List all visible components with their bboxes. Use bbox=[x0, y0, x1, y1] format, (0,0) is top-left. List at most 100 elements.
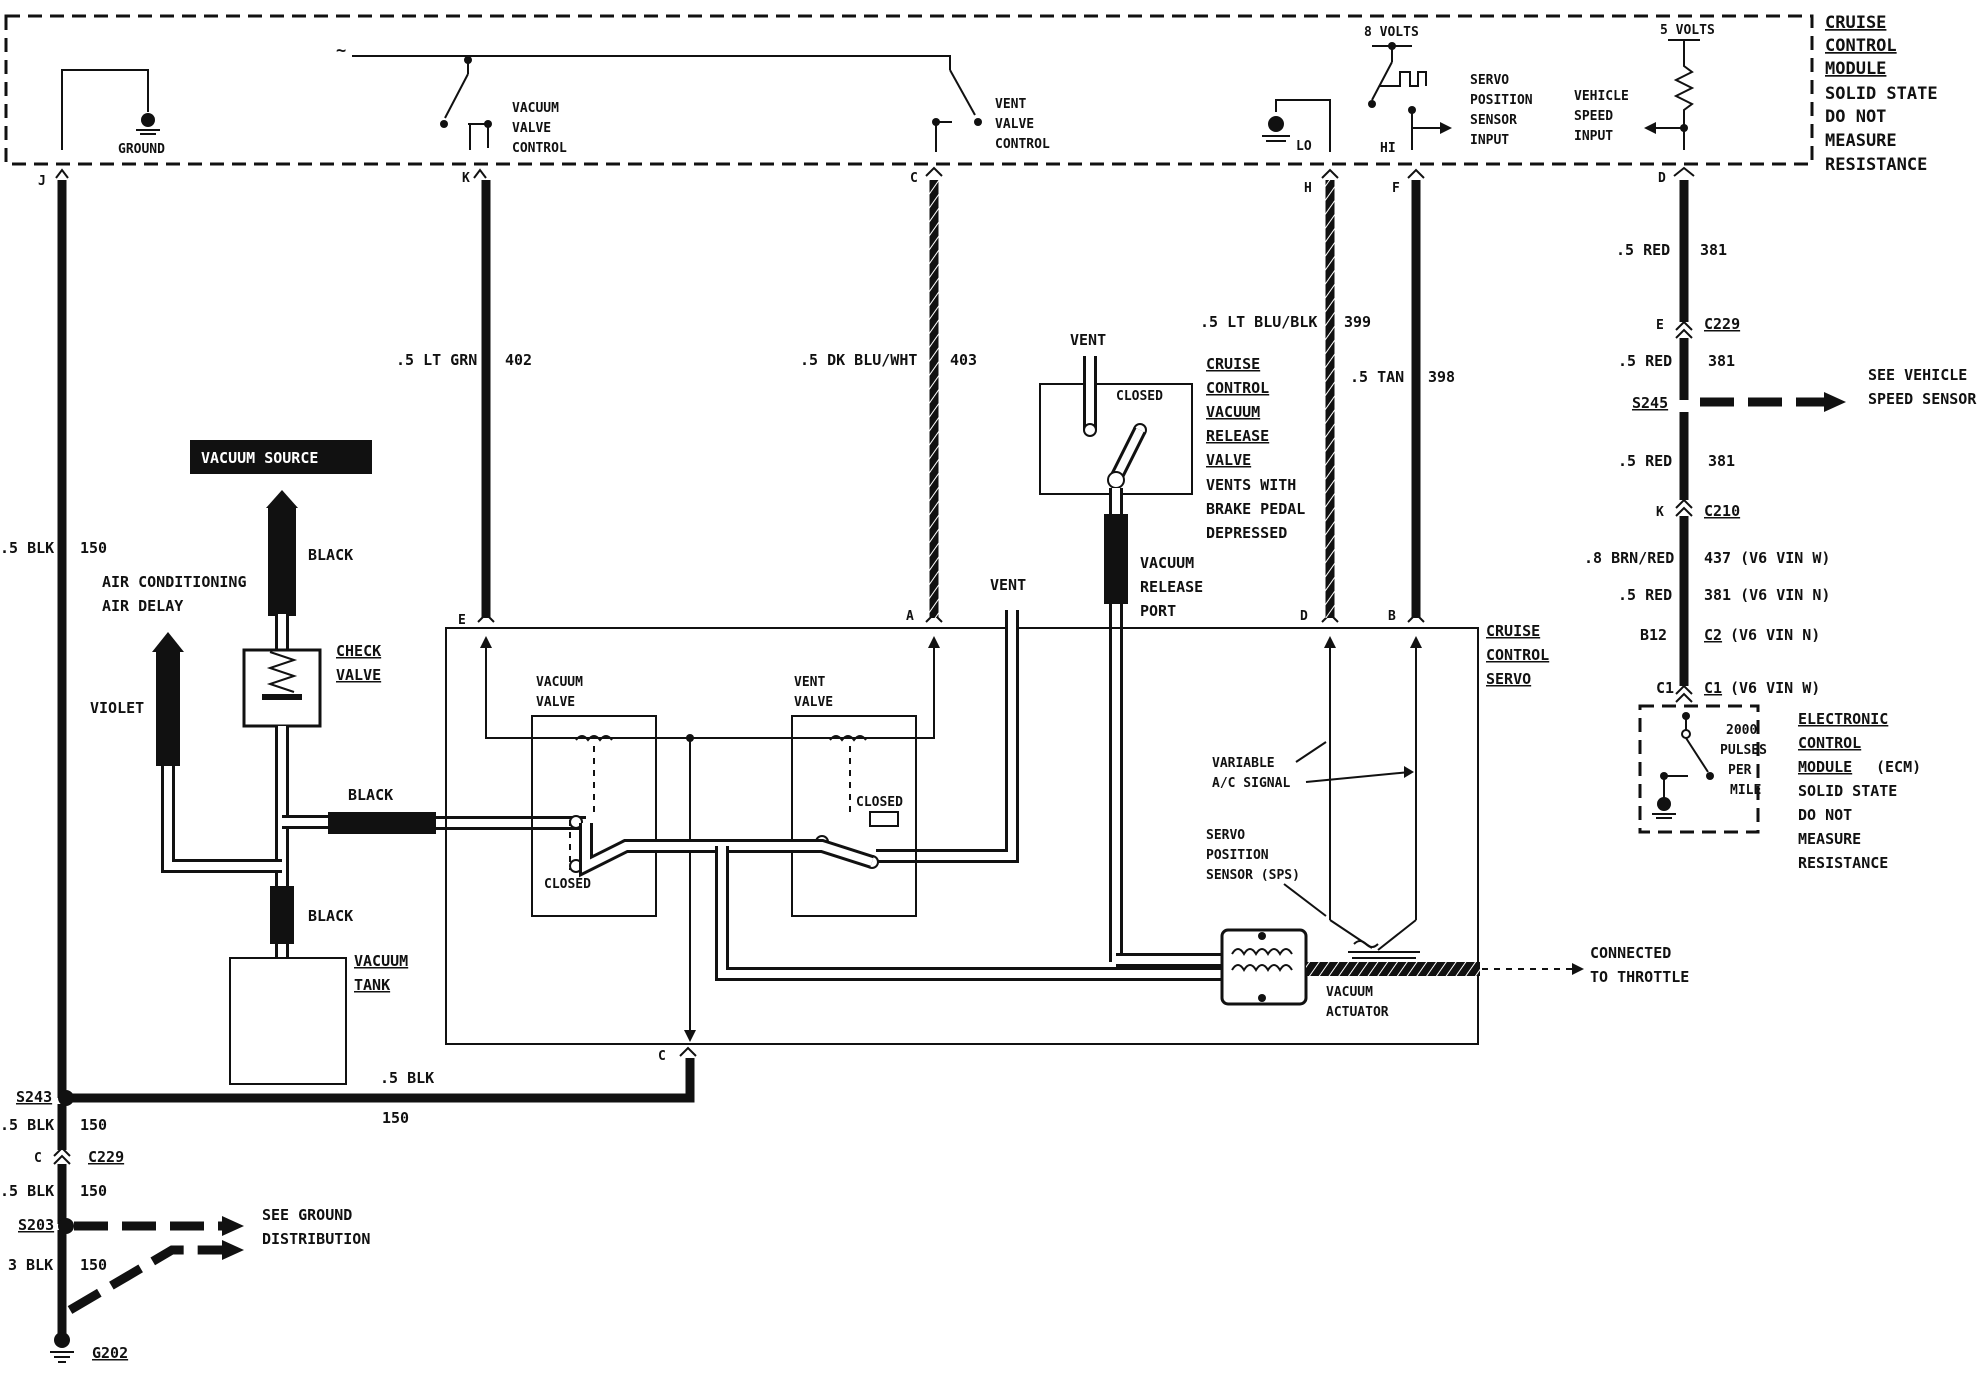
connector-c2: C2 bbox=[1704, 626, 1722, 644]
svg-text:SPEED: SPEED bbox=[1574, 109, 1613, 124]
svg-text:ELECTRONIC: ELECTRONIC bbox=[1798, 710, 1888, 728]
lo-lead bbox=[1275, 99, 1331, 152]
eight-volts-label: 8 VOLTS bbox=[1364, 25, 1419, 40]
svg-text:CRUISE: CRUISE bbox=[1206, 355, 1260, 373]
svg-text:TANK: TANK bbox=[354, 976, 390, 994]
ac-supply-symbol: ~ bbox=[336, 41, 346, 61]
svg-text:399: 399 bbox=[1344, 313, 1371, 331]
vent-valve-coil bbox=[829, 735, 867, 742]
svg-text:150: 150 bbox=[80, 1182, 107, 1200]
svg-text:VALVE: VALVE bbox=[794, 695, 833, 710]
svg-text:SEE GROUND: SEE GROUND bbox=[262, 1206, 352, 1224]
svg-text:VENT: VENT bbox=[1070, 331, 1106, 349]
black-hose-lower bbox=[270, 886, 294, 944]
svg-text:LO: LO bbox=[1296, 139, 1312, 154]
svg-text:DO NOT: DO NOT bbox=[1798, 806, 1852, 824]
svg-text:A/C SIGNAL: A/C SIGNAL bbox=[1212, 776, 1290, 791]
module-boundary bbox=[4, 14, 1814, 166]
ecm-ground-icon bbox=[1652, 797, 1676, 819]
servo-pin-b: B bbox=[1388, 609, 1396, 624]
svg-text:381 (V6 VIN N): 381 (V6 VIN N) bbox=[1704, 586, 1830, 604]
svg-text:.5 RED: .5 RED bbox=[1616, 241, 1670, 259]
svg-text:MILE: MILE bbox=[1730, 783, 1761, 798]
servo-pin-c: C bbox=[658, 1049, 666, 1064]
connector-c229-ground: C229 bbox=[88, 1148, 124, 1166]
svg-text:RESISTANCE: RESISTANCE bbox=[1798, 854, 1888, 872]
servo-housing bbox=[445, 627, 1479, 1045]
wire-403-dk-blu-wht: .5 DK BLU/WHT 403 bbox=[800, 180, 977, 618]
electronic-control-module: 2000 PULSES PER MILE ELECTRONIC CONTROL … bbox=[1638, 704, 1921, 872]
svg-text:CONNECTED: CONNECTED bbox=[1590, 944, 1671, 962]
splice-s203: S203 bbox=[18, 1216, 54, 1234]
svg-text:SENSOR: SENSOR bbox=[1470, 113, 1517, 128]
ground-label: GROUND bbox=[118, 142, 165, 157]
svg-text:DEPRESSED: DEPRESSED bbox=[1206, 524, 1287, 542]
connector-c210: C210 bbox=[1704, 502, 1740, 520]
svg-text:POSITION: POSITION bbox=[1470, 93, 1533, 108]
svg-text:BRAKE PEDAL: BRAKE PEDAL bbox=[1206, 500, 1305, 518]
svg-text:CONTROL: CONTROL bbox=[1825, 36, 1897, 56]
svg-text:CONTROL: CONTROL bbox=[1486, 646, 1549, 664]
svg-text:VALVE: VALVE bbox=[336, 666, 381, 684]
cruise-control-vacuum-release-valve: VENT CLOSED CRUISE CONTROL VACUUM RELEAS… bbox=[1039, 331, 1305, 962]
servo-coil-bus bbox=[485, 640, 935, 739]
svg-text:MODULE: MODULE bbox=[1825, 59, 1886, 79]
svg-text:.5 TAN: .5 TAN bbox=[1350, 368, 1404, 386]
svg-text:VALVE: VALVE bbox=[1206, 451, 1251, 469]
svg-text:SPEED SENSOR: SPEED SENSOR bbox=[1868, 390, 1977, 408]
svg-text:AIR CONDITIONING: AIR CONDITIONING bbox=[102, 573, 247, 591]
svg-text:C1: C1 bbox=[1656, 679, 1674, 697]
svg-text:(V6 VIN N): (V6 VIN N) bbox=[1730, 626, 1820, 644]
wire-150-blk: .5 BLK 150 bbox=[0, 180, 107, 1098]
svg-text:INPUT: INPUT bbox=[1574, 129, 1613, 144]
svg-text:AIR DELAY: AIR DELAY bbox=[102, 597, 183, 615]
black-hose-to-servo bbox=[328, 812, 436, 834]
vacuum-tank bbox=[229, 957, 347, 1085]
svg-text:VARIABLE: VARIABLE bbox=[1212, 756, 1275, 771]
svg-text:HI: HI bbox=[1380, 141, 1396, 156]
wire-402-lt-grn: .5 LT GRN 402 bbox=[396, 180, 532, 618]
vacuum-supply-system: VACUUM SOURCE BLACK CHECK VALVE BLACK VI… bbox=[90, 440, 586, 1085]
svg-text:CRUISE: CRUISE bbox=[1825, 13, 1886, 33]
svg-text:VENT: VENT bbox=[990, 576, 1026, 594]
module-title: CRUISE CONTROL MODULE SOLID STATE DO NOT… bbox=[1825, 13, 1938, 175]
svg-text:SEE VEHICLE: SEE VEHICLE bbox=[1868, 366, 1967, 384]
svg-text:CLOSED: CLOSED bbox=[544, 877, 591, 892]
servo-position-input-circuit bbox=[1368, 42, 1452, 150]
svg-text:VACUUM: VACUUM bbox=[1206, 403, 1260, 421]
servo-pin-d: D bbox=[1300, 609, 1308, 624]
pin-h: H bbox=[1304, 181, 1312, 196]
svg-text:381: 381 bbox=[1700, 241, 1727, 259]
svg-text:381: 381 bbox=[1708, 352, 1735, 370]
svg-text:.5 BLK: .5 BLK bbox=[0, 539, 54, 557]
svg-text:CLOSED: CLOSED bbox=[856, 795, 903, 810]
svg-text:402: 402 bbox=[505, 351, 532, 369]
splice-s243-dot bbox=[58, 1090, 74, 1106]
svg-text:(V6 VIN W): (V6 VIN W) bbox=[1730, 679, 1820, 697]
svg-text:VALVE: VALVE bbox=[995, 117, 1034, 132]
wire-398-tan: .5 TAN 398 bbox=[1350, 180, 1455, 618]
vehicle-speed-input-circuit bbox=[1644, 39, 1700, 150]
svg-text:150: 150 bbox=[382, 1109, 409, 1127]
pin-c: C bbox=[910, 171, 918, 186]
five-volts-label: 5 VOLTS bbox=[1660, 23, 1715, 38]
wire-399-lt-blu-blk: .5 LT BLU/BLK 399 bbox=[1200, 180, 1371, 618]
svg-text:VENT: VENT bbox=[794, 675, 825, 690]
svg-text:SERVO: SERVO bbox=[1486, 670, 1531, 688]
svg-text:.5 RED: .5 RED bbox=[1618, 452, 1672, 470]
svg-text:SOLID STATE: SOLID STATE bbox=[1825, 84, 1938, 104]
svg-text:B12: B12 bbox=[1640, 626, 1667, 644]
vent-valve-control-switch bbox=[932, 69, 982, 152]
release-port-hose bbox=[1104, 514, 1128, 604]
svg-text:.5 RED: .5 RED bbox=[1618, 586, 1672, 604]
svg-text:C: C bbox=[34, 1151, 42, 1166]
vacuum-valve bbox=[531, 715, 657, 917]
svg-text:POSITION: POSITION bbox=[1206, 848, 1269, 863]
svg-text:VACUUM: VACUUM bbox=[536, 675, 583, 690]
ecm-switch bbox=[1660, 712, 1714, 800]
svg-text:2000: 2000 bbox=[1726, 723, 1757, 738]
pin-k: K bbox=[462, 171, 470, 186]
vacuum-valve-control-switch bbox=[440, 56, 492, 150]
ground-path: .5 BLK 150 S243 .5 BLK 150 C C229 .5 BLK… bbox=[0, 1058, 695, 1363]
